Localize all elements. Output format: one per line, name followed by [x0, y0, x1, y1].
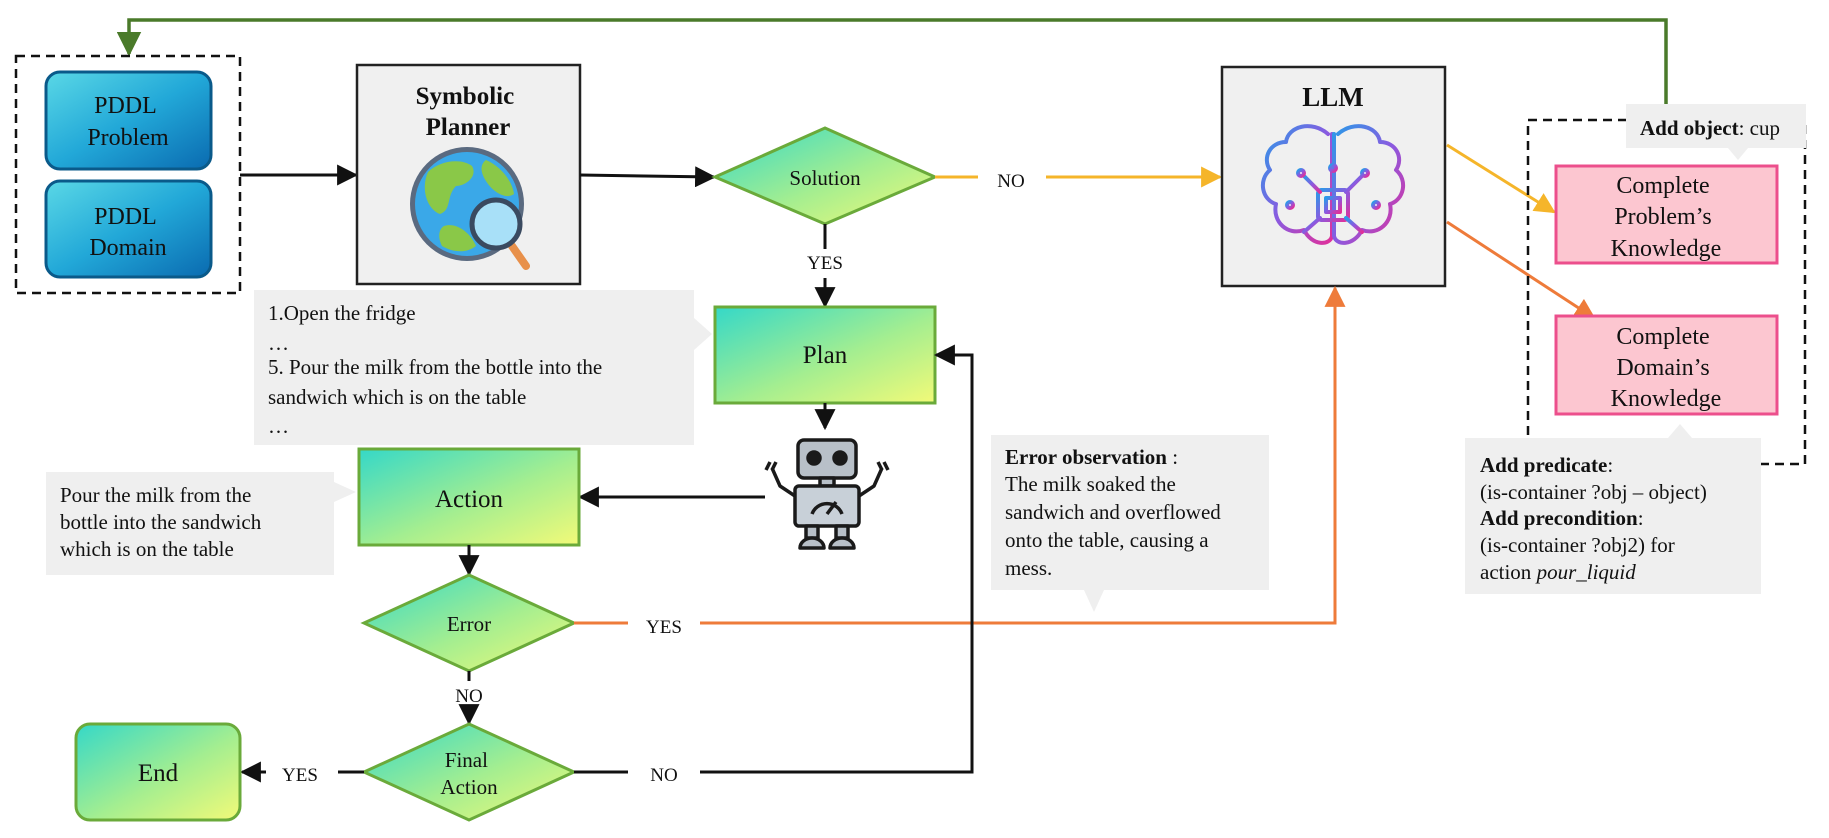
error-observation-line4: mess. — [1005, 556, 1052, 580]
plan-step-ellipsis-2: … — [268, 414, 289, 438]
final-action-line1: Final — [445, 748, 488, 772]
svg-text:Complete Domain’s Know: Complete Domain’s Knowledge — [1611, 324, 1722, 412]
arrow-error-yes-b — [700, 285, 1346, 625]
brain-chip-icon — [1260, 124, 1406, 245]
svg-text:Error observation : The mi: Error observation : The milk soaked the … — [1005, 445, 1226, 580]
svg-text:Add predicate: (is-contain: Add predicate: (is-container ?obj – obje… — [1480, 453, 1712, 584]
plan-step-5b: sandwich which is on the table — [268, 385, 526, 409]
planner-title-line2: Planner — [426, 114, 511, 141]
globe-search-icon — [410, 147, 530, 270]
action-callout-line3: which is on the table — [60, 537, 234, 561]
action-callout — [46, 472, 334, 575]
end-box[interactable] — [74, 722, 242, 822]
svg-text:Final Action: Final Action — [440, 748, 498, 799]
error-observation-callout — [991, 435, 1269, 590]
domain-knowledge-line2: Domain’s — [1616, 355, 1709, 381]
problem-knowledge-box[interactable] — [1554, 164, 1779, 265]
pddl-domain-line2: Domain — [89, 235, 166, 261]
plan-step-5a: 5. Pour the milk from the bottle into th… — [268, 355, 602, 379]
svg-text:PDDL Domain: PDDL Domain — [89, 204, 166, 261]
error-yes-label: YES — [646, 617, 682, 638]
pddl-problem-line2: Problem — [87, 125, 169, 151]
domain-knowledge-line3: Knowledge — [1611, 386, 1722, 412]
predicate-line: Add predicate: — [1480, 453, 1613, 477]
plan-step-ellipsis-1: … — [268, 331, 289, 355]
domain-knowledge-line1: Complete — [1616, 324, 1709, 350]
error-observation-line2: sandwich and overflowed — [1005, 500, 1221, 524]
planner-title-line1: Symbolic — [416, 83, 515, 110]
problem-knowledge-line1: Complete — [1616, 173, 1709, 199]
error-label: Error — [447, 612, 491, 636]
feedback-arrow-green — [116, 18, 1668, 118]
problem-knowledge-line2: Problem’s — [1614, 204, 1711, 230]
svg-text:PDDL Problem: PDDL Problem — [87, 93, 169, 151]
plan-box[interactable] — [713, 305, 937, 405]
action-callout-line1: Pour the milk from the — [60, 483, 251, 507]
arrow-llm-to-problem-knowledge — [1446, 143, 1556, 214]
final-action-diamond[interactable] — [360, 722, 578, 822]
arrow-final-no-b — [700, 344, 974, 774]
final-yes-label: YES — [282, 765, 318, 786]
precondition-line: Add precondition: — [1480, 506, 1644, 530]
end-label: End — [138, 760, 179, 787]
final-action-line2: Action — [440, 775, 498, 799]
arrow-llm-to-domain-knowledge — [1446, 220, 1596, 320]
domain-knowledge-box[interactable] — [1554, 314, 1779, 416]
predicate-value: (is-container ?obj – object) — [1480, 480, 1707, 504]
predicate-callout — [1465, 438, 1761, 594]
llm-title: LLM — [1302, 82, 1364, 112]
action-label: Action — [435, 486, 504, 513]
solution-label: Solution — [789, 166, 861, 190]
pddl-problem-line1: PDDL — [94, 93, 156, 119]
arrow-planner-to-solution — [579, 166, 717, 188]
object-callout-text: Add object: cup — [1640, 116, 1780, 140]
svg-text:1.Open the fridge … 5.: 1.Open the fridge … 5. Pour the milk fro… — [268, 301, 607, 438]
error-observation-title: Error observation : — [1005, 445, 1178, 469]
robot-icon — [764, 438, 890, 550]
action-callout-line2: bottle into the sandwich — [60, 510, 262, 534]
svg-text:Complete Problem’s Kno: Complete Problem’s Knowledge — [1611, 173, 1722, 262]
solution-no-label: NO — [997, 171, 1024, 192]
object-callout — [1626, 104, 1806, 148]
problem-knowledge-line3: Knowledge — [1611, 236, 1722, 262]
error-no-label: NO — [455, 686, 482, 707]
final-no-label: NO — [650, 765, 677, 786]
pddl-problem-box[interactable] — [44, 70, 213, 171]
error-observation-line1: The milk soaked the — [1005, 472, 1176, 496]
plan-label: Plan — [803, 342, 848, 369]
pddl-domain-line1: PDDL — [94, 204, 156, 230]
precondition-action: action pour_liquid — [1480, 560, 1636, 584]
plan-step-1: 1.Open the fridge — [268, 301, 416, 325]
plan-callout — [254, 290, 694, 445]
error-observation-line3: onto the table, causing a — [1005, 528, 1209, 552]
precondition-value: (is-container ?obj2) for — [1480, 533, 1675, 557]
pddl-domain-box[interactable] — [44, 179, 213, 279]
solution-yes-label: YES — [807, 253, 843, 274]
svg-text:Symbolic Planner: Symbolic Planner — [416, 83, 521, 141]
pddl-group-dashed — [14, 54, 242, 295]
svg-text:Pour the milk from the bot: Pour the milk from the bottle into the s… — [60, 483, 266, 561]
